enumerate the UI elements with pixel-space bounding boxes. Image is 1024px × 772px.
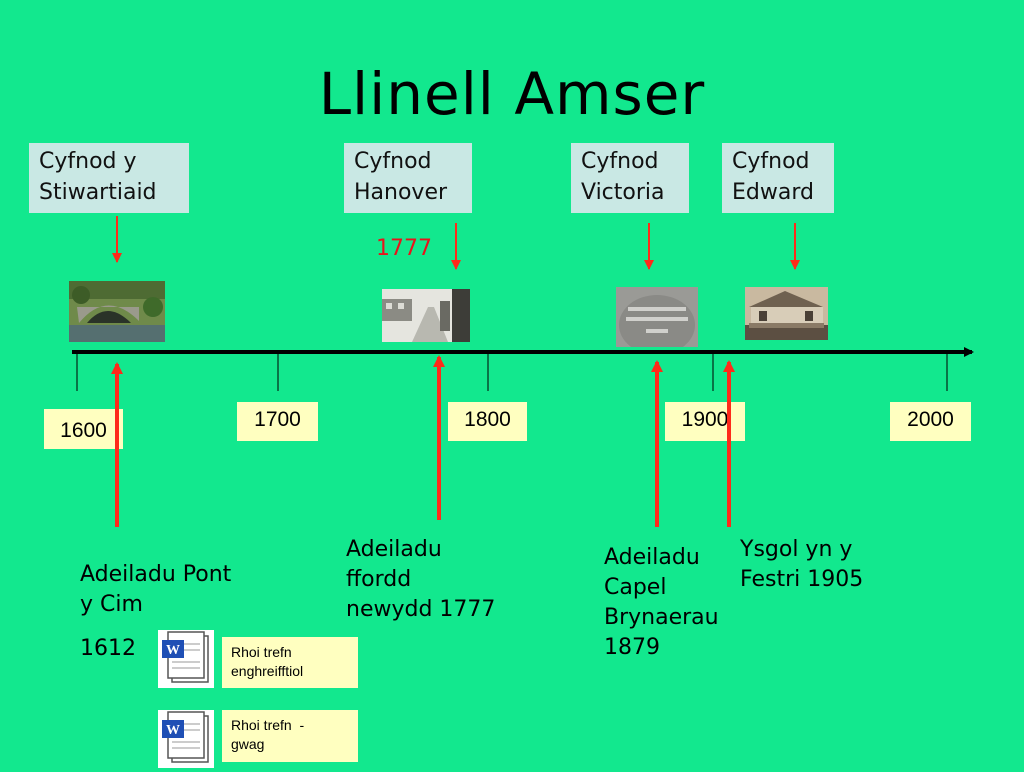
highlight-year-label: 1777 <box>376 236 432 261</box>
period-label-line2: Victoria <box>581 180 665 205</box>
year-label-1600: 1600 <box>44 409 123 449</box>
word-document-icon: W <box>158 710 214 768</box>
year-label-2000: 2000 <box>890 402 971 441</box>
road-photo <box>382 289 470 342</box>
period-edward: Cyfnod Edward <box>722 143 834 213</box>
event-line4: 1879 <box>604 635 660 660</box>
document-label-line2: enghreifftiol <box>231 663 304 679</box>
school-group-photo <box>745 287 828 340</box>
word-document-icon: W <box>158 630 214 688</box>
period-label-line2: Stiwartiaid <box>39 180 157 205</box>
period-label-line1: Cyfnod <box>581 149 659 174</box>
event-bridge: Adeiladu Pont y Cim 1612 <box>80 560 250 664</box>
year-label-1700: 1700 <box>237 402 318 441</box>
period-label-line2: Edward <box>732 180 814 205</box>
event-line3: newydd 1777 <box>346 597 496 622</box>
svg-text:W: W <box>166 643 180 658</box>
period-hanover: Cyfnod Hanover <box>344 143 472 213</box>
document-label-line1: Rhoi trefn - <box>231 717 305 733</box>
year-label-1900: 1900 <box>665 402 745 441</box>
document-label-example[interactable]: Rhoi trefn enghreifftiol <box>222 637 358 688</box>
document-link-blank[interactable]: W <box>158 710 214 768</box>
event-text: Adeiladu Pont y Cim <box>80 562 232 617</box>
event-line2: ffordd <box>346 567 412 592</box>
event-line1: Adeiladu <box>346 537 442 562</box>
period-label-line2: Hanover <box>354 180 448 205</box>
event-line2: Capel <box>604 575 667 600</box>
event-year: 1612 <box>80 636 136 661</box>
document-label-line2: gwag <box>231 736 265 752</box>
event-line2: Festri 1905 <box>740 567 864 592</box>
period-label-line1: Cyfnod y <box>39 149 137 174</box>
page-title: Llinell Amser <box>318 60 706 128</box>
svg-text:W: W <box>166 723 180 738</box>
document-label-line1: Rhoi trefn <box>231 644 292 660</box>
chapel-plaque-photo <box>616 287 698 347</box>
document-link-example[interactable]: W <box>158 630 214 688</box>
event-road: Adeiladu ffordd newydd 1777 <box>346 535 516 625</box>
period-label-line1: Cyfnod <box>732 149 810 174</box>
document-label-blank[interactable]: Rhoi trefn - gwag <box>222 710 358 762</box>
event-line3: Brynaerau <box>604 605 719 630</box>
period-stuart: Cyfnod y Stiwartiaid <box>29 143 189 213</box>
bridge-photo <box>69 281 165 342</box>
year-label-1800: 1800 <box>448 402 527 441</box>
event-line1: Adeiladu <box>604 545 700 570</box>
event-chapel: Adeiladu Capel Brynaerau 1879 <box>604 543 734 663</box>
event-line1: Ysgol yn y <box>740 537 853 562</box>
event-school: Ysgol yn y Festri 1905 <box>740 535 910 595</box>
period-victoria: Cyfnod Victoria <box>571 143 689 213</box>
period-label-line1: Cyfnod <box>354 149 432 174</box>
